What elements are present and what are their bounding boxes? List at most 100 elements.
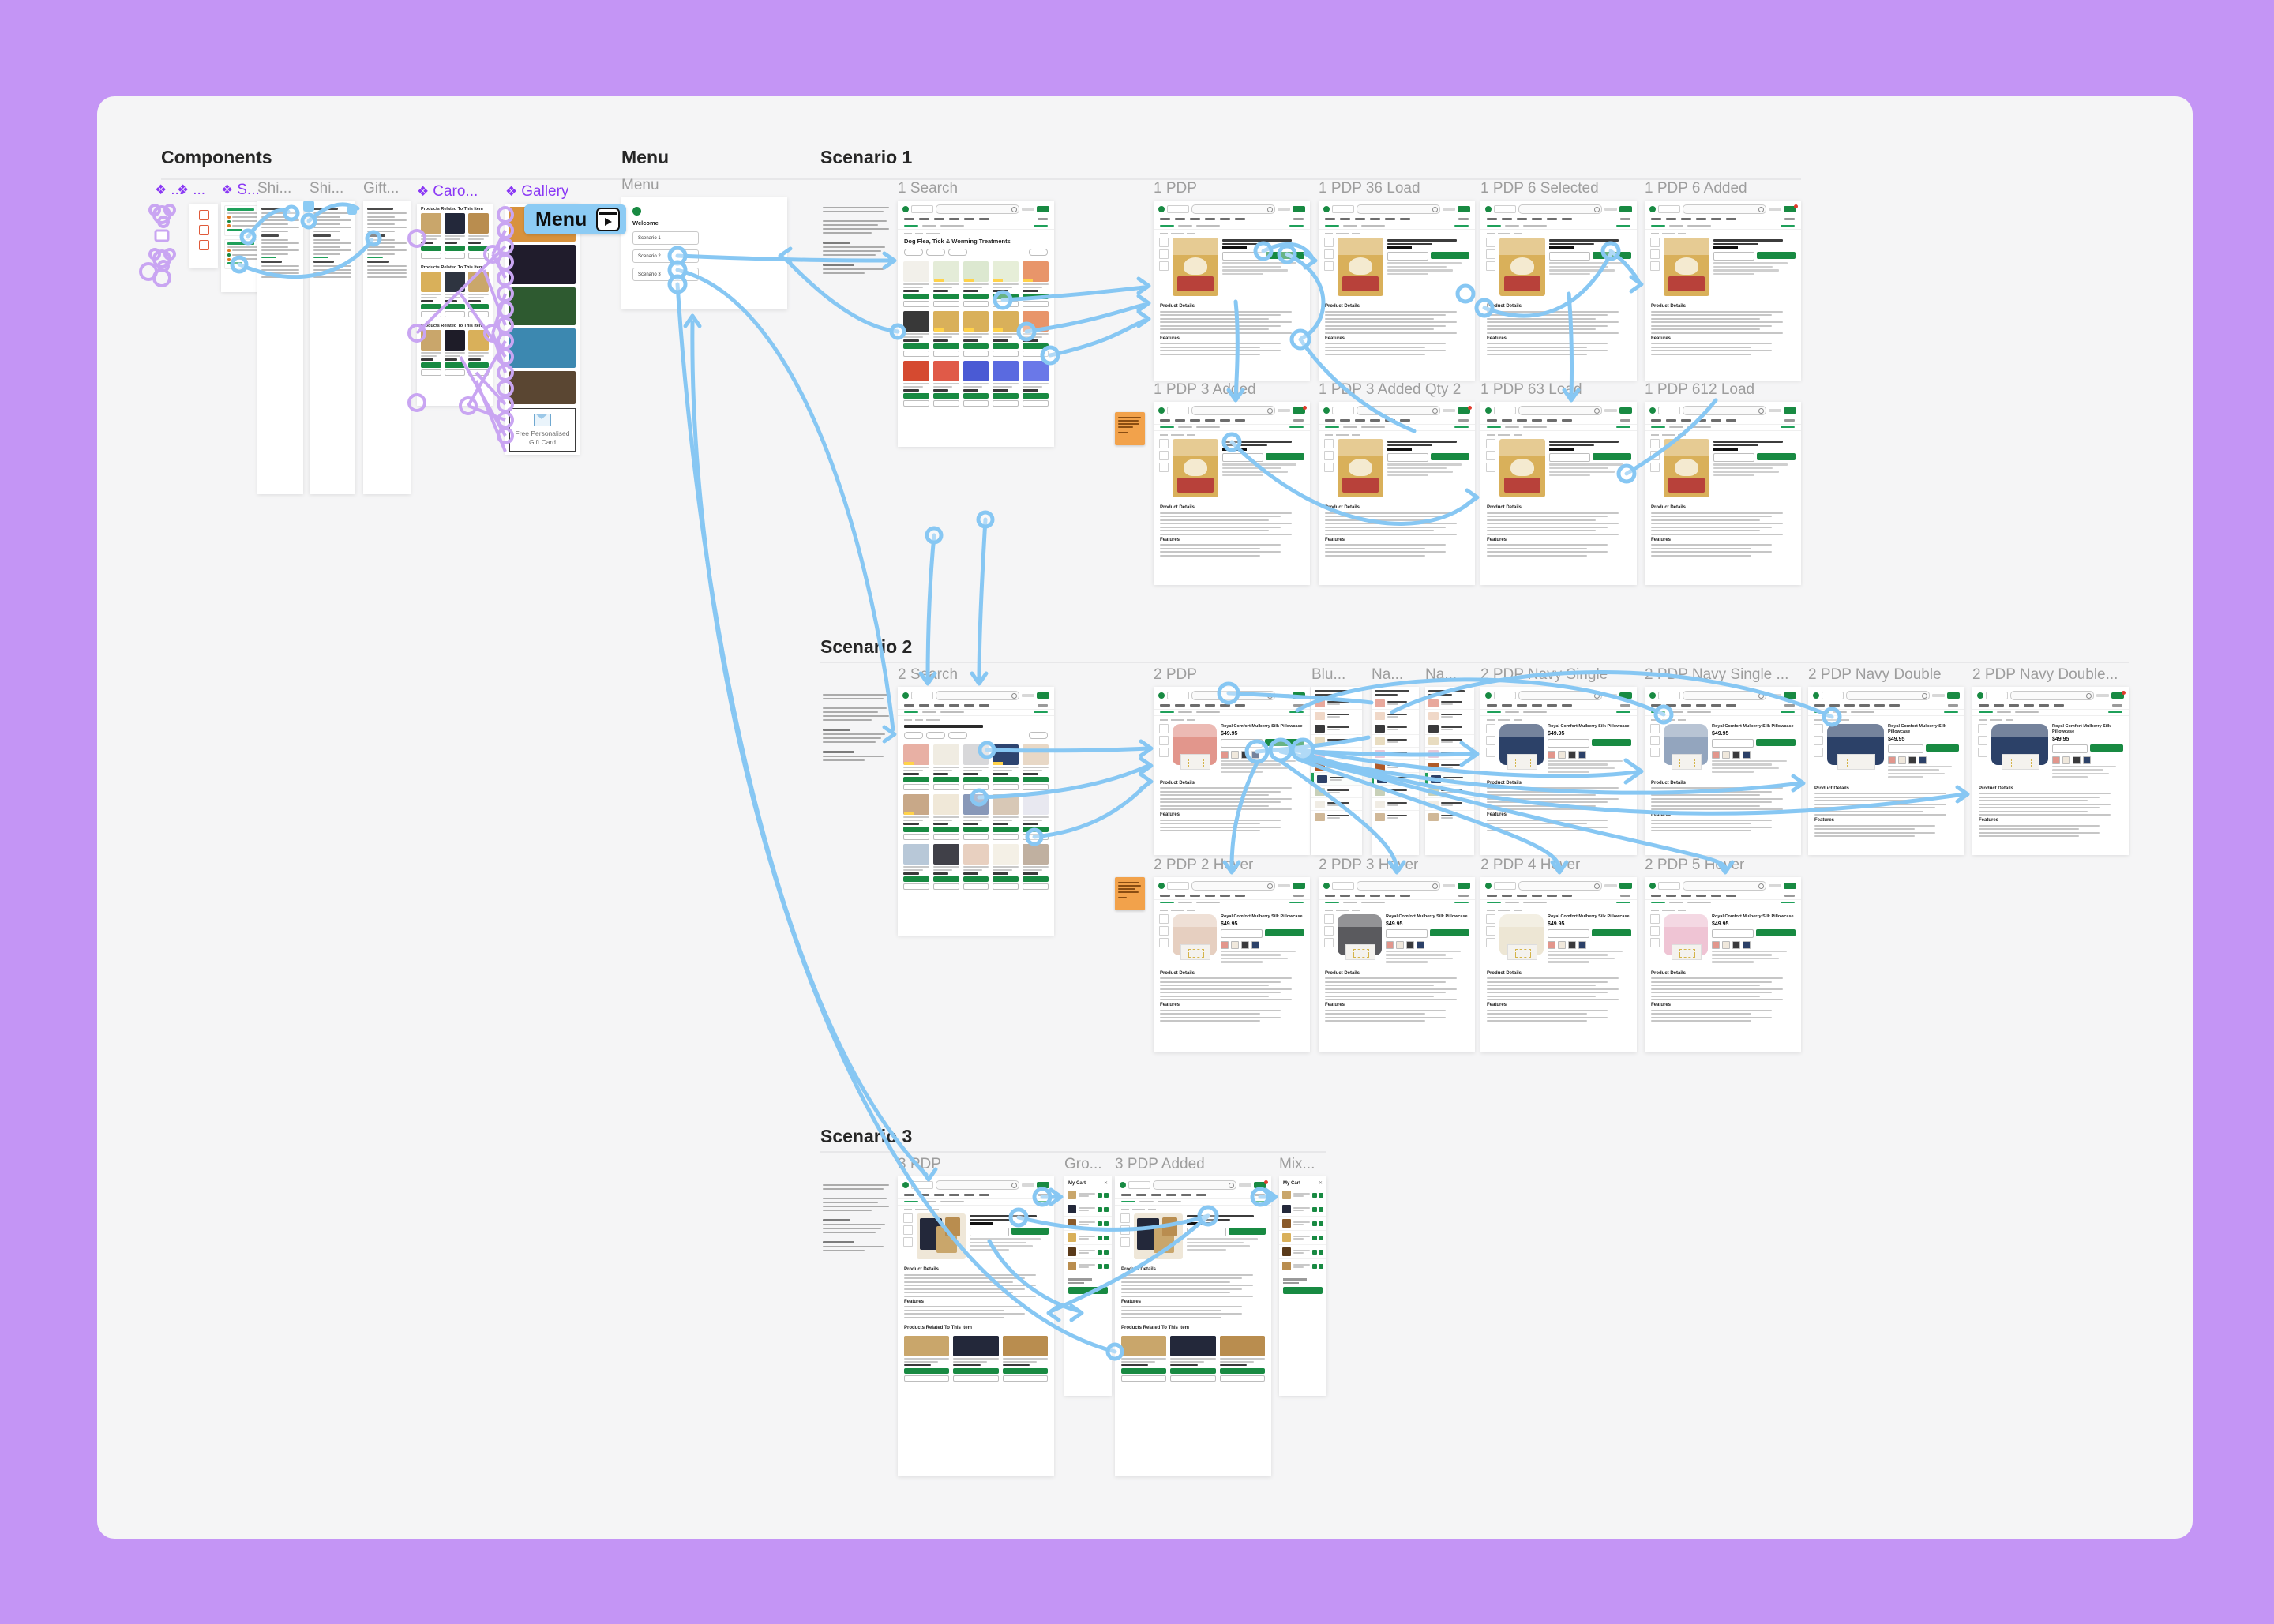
frame-title[interactable]: 1 Search	[898, 180, 958, 197]
frame-gallery[interactable]: Free Personalised Gift Card	[505, 204, 580, 455]
prototype-play-icon[interactable]	[596, 208, 621, 231]
sticky-note[interactable]	[1115, 412, 1145, 445]
frame-title[interactable]: Blu...	[1311, 666, 1345, 684]
frame-title[interactable]: 1 PDP 6 Selected	[1480, 180, 1599, 197]
frame-2-pdp-navy-single[interactable]: Royal Comfort Mulberry Silk Pillowcase$4…	[1480, 687, 1637, 855]
mini-add-to-cart-button	[993, 876, 1019, 882]
frame-title[interactable]: ❖Caro...	[417, 183, 478, 201]
cart-badge	[1794, 204, 1798, 208]
section-title-scenario3: Scenario 3	[820, 1126, 913, 1146]
frame-na-[interactable]	[1372, 687, 1419, 855]
mini-product-card	[1023, 311, 1049, 358]
frame-title[interactable]: 2 Search	[898, 666, 958, 684]
frame-title[interactable]: 2 PDP Navy Double...	[1972, 666, 2118, 684]
frame-2-pdp[interactable]: Royal Comfort Mulberry Silk Pillowcase$4…	[1154, 687, 1310, 855]
frame-gift-[interactable]	[363, 201, 411, 494]
frame-title[interactable]: 1 PDP 3 Added	[1154, 381, 1256, 399]
frame-component[interactable]	[190, 204, 218, 268]
frame-title[interactable]: 2 PDP 5 Hover	[1645, 857, 1744, 874]
frame-2-pdp-navy-double-[interactable]: Royal Comfort Mulberry Silk Pillowcase$4…	[1972, 687, 2129, 855]
mini-variant-row	[1311, 735, 1362, 748]
frame-title[interactable]: Menu	[621, 177, 659, 194]
frame-title[interactable]: 2 PDP Navy Single	[1480, 666, 1608, 684]
menu-welcome-text: Welcome	[632, 219, 659, 227]
menu-scenario-button[interactable]: Scenario 3	[632, 268, 699, 281]
mini-store-header	[1972, 687, 2129, 702]
flow-start-menu-pill[interactable]: Menu	[524, 204, 627, 234]
frame-title[interactable]: Shi...	[257, 180, 291, 197]
frame-title[interactable]: 3 PDP	[898, 1156, 941, 1173]
frame-2-pdp-navy-double[interactable]: Royal Comfort Mulberry Silk Pillowcase$4…	[1808, 687, 1964, 855]
frame-title[interactable]: ❖Gallery	[505, 183, 568, 201]
frame-title[interactable]: 2 PDP 4 Hover	[1480, 857, 1580, 874]
frame-2-pdp-4-hover[interactable]: Royal Comfort Mulberry Silk Pillowcase$4…	[1480, 877, 1637, 1052]
frame-blu-[interactable]	[1311, 687, 1362, 855]
frame-2-pdp-5-hover[interactable]: Royal Comfort Mulberry Silk Pillowcase$4…	[1645, 877, 1801, 1052]
frame-title[interactable]: Na...	[1425, 666, 1457, 684]
frame-title[interactable]: 1 PDP 612 Load	[1645, 381, 1754, 399]
mini-colour-swatches	[1221, 940, 1304, 949]
frame-title[interactable]: 2 PDP 3 Hover	[1319, 857, 1418, 874]
frame-title[interactable]: Na...	[1372, 666, 1403, 684]
frame-1-search[interactable]: Dog Flea, Tick & Worming Treatments	[898, 201, 1054, 447]
frame-title[interactable]: 1 PDP 63 Load	[1480, 381, 1582, 399]
mini-search-bar	[2010, 691, 2094, 700]
mini-cart-icon	[1619, 206, 1632, 212]
mini-store-header	[1645, 687, 1801, 702]
frame-mix-[interactable]: My Cart✕	[1279, 1176, 1326, 1396]
mini-promo-row	[898, 708, 1054, 716]
frame-2-search[interactable]	[898, 687, 1054, 936]
frame-title[interactable]: ❖S...	[221, 182, 260, 199]
mini-nav-row	[1115, 1191, 1271, 1198]
frame-title[interactable]: 1 PDP 6 Added	[1645, 180, 1747, 197]
mini-add-to-cart-button	[953, 1367, 999, 1374]
sticky-note[interactable]	[1115, 877, 1145, 910]
frame-title[interactable]: 2 PDP Navy Double	[1808, 666, 1942, 684]
scenario-description	[823, 1184, 892, 1254]
frame-title[interactable]: ❖...	[177, 182, 205, 199]
frame-gro-[interactable]: My Cart✕	[1064, 1176, 1112, 1396]
frame-title[interactable]: Mix...	[1279, 1156, 1315, 1173]
frame-na-[interactable]	[1425, 687, 1474, 855]
mini-store-header	[898, 687, 1054, 702]
frame-title[interactable]: 2 PDP 2 Hover	[1154, 857, 1253, 874]
frame-2-pdp-3-hover[interactable]: Royal Comfort Mulberry Silk Pillowcase$4…	[1319, 877, 1475, 1052]
frame-title[interactable]: Gift...	[363, 180, 399, 197]
mini-add-to-cart-button	[421, 362, 441, 368]
frame-2-pdp-navy-single-[interactable]: Royal Comfort Mulberry Silk Pillowcase$4…	[1645, 687, 1801, 855]
frame-shi-[interactable]	[257, 201, 303, 494]
frame-title[interactable]: 2 PDP	[1154, 666, 1197, 684]
mini-promo-row	[1154, 423, 1310, 431]
frame-title[interactable]: Shi...	[310, 180, 343, 197]
frame-title[interactable]: 1 PDP 36 Load	[1319, 180, 1420, 197]
frame-title[interactable]: 2 PDP Navy Single ...	[1645, 666, 1788, 684]
mini-variant-row	[1425, 697, 1474, 710]
mini-cart-icon	[1254, 1180, 1268, 1188]
mini-product-card	[903, 311, 929, 358]
frame-title[interactable]: Gro...	[1064, 1156, 1102, 1173]
frame-2-pdp-2-hover[interactable]: Royal Comfort Mulberry Silk Pillowcase$4…	[1154, 877, 1310, 1052]
frame-shi-[interactable]	[310, 201, 355, 494]
menu-scenario-button[interactable]: Scenario 1	[632, 231, 699, 245]
frame-title[interactable]: 1 PDP 3 Added Qty 2	[1319, 381, 1461, 399]
mini-thumbnails	[1324, 238, 1334, 296]
frame-title[interactable]: 1 PDP	[1154, 180, 1197, 197]
mini-add-to-cart-button	[993, 343, 1019, 350]
menu-scenario-button[interactable]: Scenario 2	[632, 249, 699, 263]
frame-title[interactable]: 3 PDP Added	[1115, 1156, 1205, 1173]
